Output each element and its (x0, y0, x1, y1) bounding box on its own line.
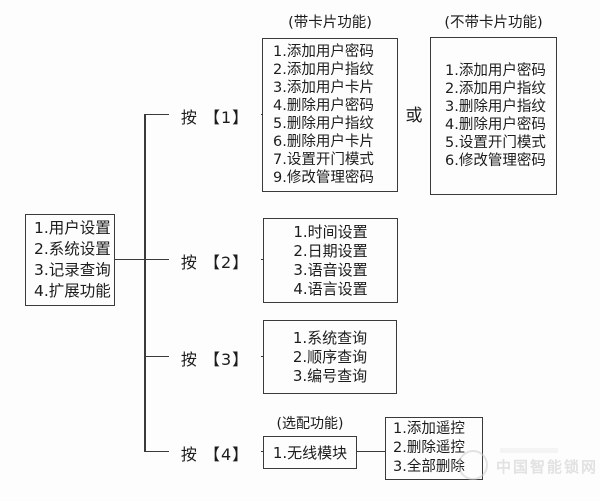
watermark-logo-icon (458, 450, 488, 480)
branch1-key-label: 按 【1】 (169, 104, 261, 128)
menu-item: 3.编号查询 (292, 366, 368, 385)
wireless-module-box: 1.无线模块 (263, 436, 357, 469)
menu-item: 3.语音设置 (293, 260, 368, 279)
menu-item: 6.删除用户卡片 (273, 134, 374, 150)
branch3-key-label: 按 【3】 (169, 346, 261, 370)
no-card-box-title: (不带卡片功能) (444, 15, 543, 31)
card-function-box: 1.添加用户密码 2.添加用户指纹 3.添加用户卡片 4.删除用户密码 5.删除… (262, 38, 398, 192)
menu-item: 7.设置开门模式 (273, 152, 374, 168)
menu-item: 2.添加用户指纹 (445, 81, 546, 97)
branch2-key-label: 按 【2】 (169, 249, 261, 273)
menu-item: 4.语言设置 (293, 279, 368, 298)
menu-item: 1.系统查询 (292, 328, 368, 347)
optional-function-label: (选配功能) (276, 416, 344, 432)
no-card-function-box: 1.添加用户密码 2.添加用户指纹 3.删除用户指纹 4.删除用户密码 5.设置… (430, 37, 557, 195)
menu-item: 1.无线模块 (272, 443, 348, 462)
menu-item: 1.添加用户密码 (273, 44, 374, 60)
connector-line-spine (144, 114, 146, 452)
menu-item: 1.时间设置 (293, 222, 368, 241)
menu-item: 5.设置开门模式 (445, 135, 546, 151)
menu-item: 3.添加用户卡片 (273, 80, 374, 96)
menu-item: 3.全部删除 (393, 459, 465, 475)
system-settings-box: 1.时间设置 2.日期设置 3.语音设置 4.语言设置 (263, 218, 398, 303)
watermark-small-text (500, 448, 558, 453)
menu-item: 1.添加用户密码 (445, 63, 546, 79)
menu-item: 4.删除用户密码 (445, 117, 546, 133)
menu-item: 1.添加遥控 (393, 421, 465, 437)
record-query-box: 1.系统查询 2.顺序查询 3.编号查询 (263, 320, 397, 394)
menu-item: 9.修改管理密码 (273, 170, 374, 186)
menu-item: 4.扩展功能 (34, 282, 111, 300)
menu-item: 4.删除用户密码 (273, 98, 374, 114)
menu-item: 5.删除用户指纹 (273, 116, 374, 132)
menu-item: 2.删除遥控 (393, 440, 465, 456)
menu-item: 2.顺序查询 (292, 347, 368, 366)
root-menu-box: 1.用户设置 2.系统设置 3.记录查询 4.扩展功能 (25, 214, 115, 306)
menu-item: 1.用户设置 (34, 219, 111, 237)
connector-line-module-to-remote (357, 450, 385, 452)
menu-item: 6.修改管理密码 (445, 153, 546, 169)
branch4-key-label: 按 【4】 (169, 441, 261, 465)
menu-item: 3.删除用户指纹 (445, 99, 546, 115)
card-box-title: (带卡片功能) (288, 15, 372, 31)
menu-item: 2.日期设置 (293, 241, 368, 260)
menu-item: 3.记录查询 (34, 261, 111, 279)
menu-item: 2.添加用户指纹 (273, 62, 374, 78)
watermark-text: 中国智能锁网 (496, 458, 599, 476)
or-label: 或 (405, 106, 423, 126)
menu-item: 2.系统设置 (34, 240, 111, 258)
